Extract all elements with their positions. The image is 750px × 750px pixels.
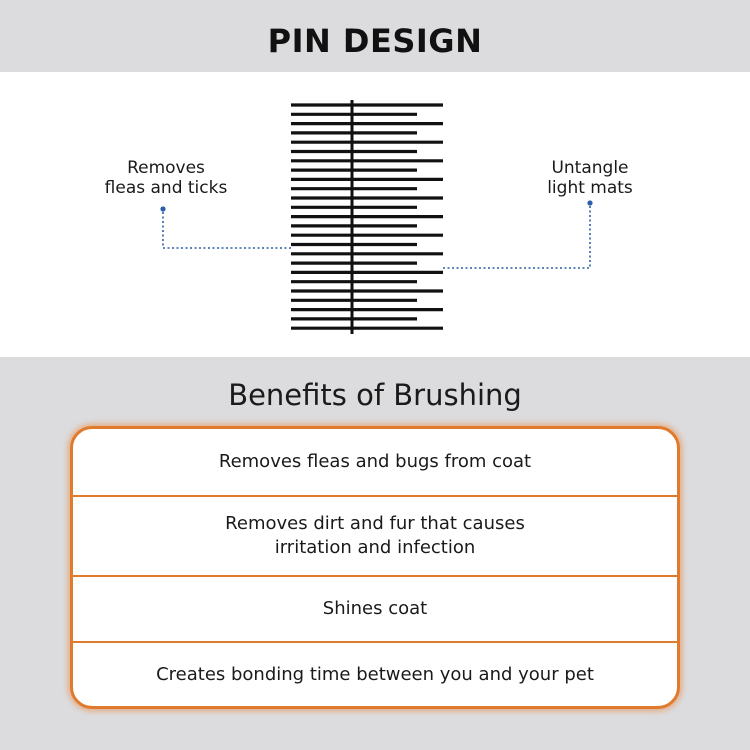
- left-callout-line1: Removes: [127, 158, 205, 178]
- benefits-box: Removes fleas and bugs from coat Removes…: [70, 426, 680, 709]
- benefit-row: Shines coat: [73, 577, 677, 641]
- left-callout-line2: fleas and ticks: [104, 178, 228, 198]
- left-callout-label: Removes fleas and ticks: [96, 158, 236, 198]
- row-divider: [73, 575, 677, 577]
- title-band: [0, 0, 750, 72]
- benefit-text: Creates bonding time between you and you…: [156, 663, 594, 685]
- pin-illustration: [160, 100, 593, 334]
- benefit-text: Removes fleas and bugs from coat: [218, 451, 532, 472]
- left-callout-line: [162, 212, 292, 249]
- benefits-heading: Benefits of Brushing: [228, 378, 522, 412]
- benefit-text: irritation and infection: [274, 537, 476, 558]
- benefit-row: Creates bonding time between you and you…: [73, 643, 677, 706]
- right-callout-line1: Untangle: [551, 158, 629, 178]
- right-callout-line: [443, 206, 591, 269]
- right-callout-dot: [587, 200, 593, 206]
- benefit-text: Shines coat: [322, 598, 428, 619]
- page-title: PIN DESIGN: [267, 22, 483, 60]
- benefit-row: Removes fleas and bugs from coat: [73, 429, 677, 495]
- benefit-row: Removes dirt and fur that causes irritat…: [73, 497, 677, 575]
- left-callout-dot: [160, 206, 166, 212]
- right-callout-line2: light mats: [547, 178, 633, 198]
- benefit-text: Removes dirt and fur that causes: [225, 513, 525, 534]
- pin-diagram: Removes fleas and ticks Untangle light m…: [0, 72, 750, 357]
- row-divider: [73, 641, 677, 643]
- pin-bars: [291, 103, 443, 330]
- right-callout-label: Untangle light mats: [530, 158, 650, 198]
- row-divider: [73, 495, 677, 497]
